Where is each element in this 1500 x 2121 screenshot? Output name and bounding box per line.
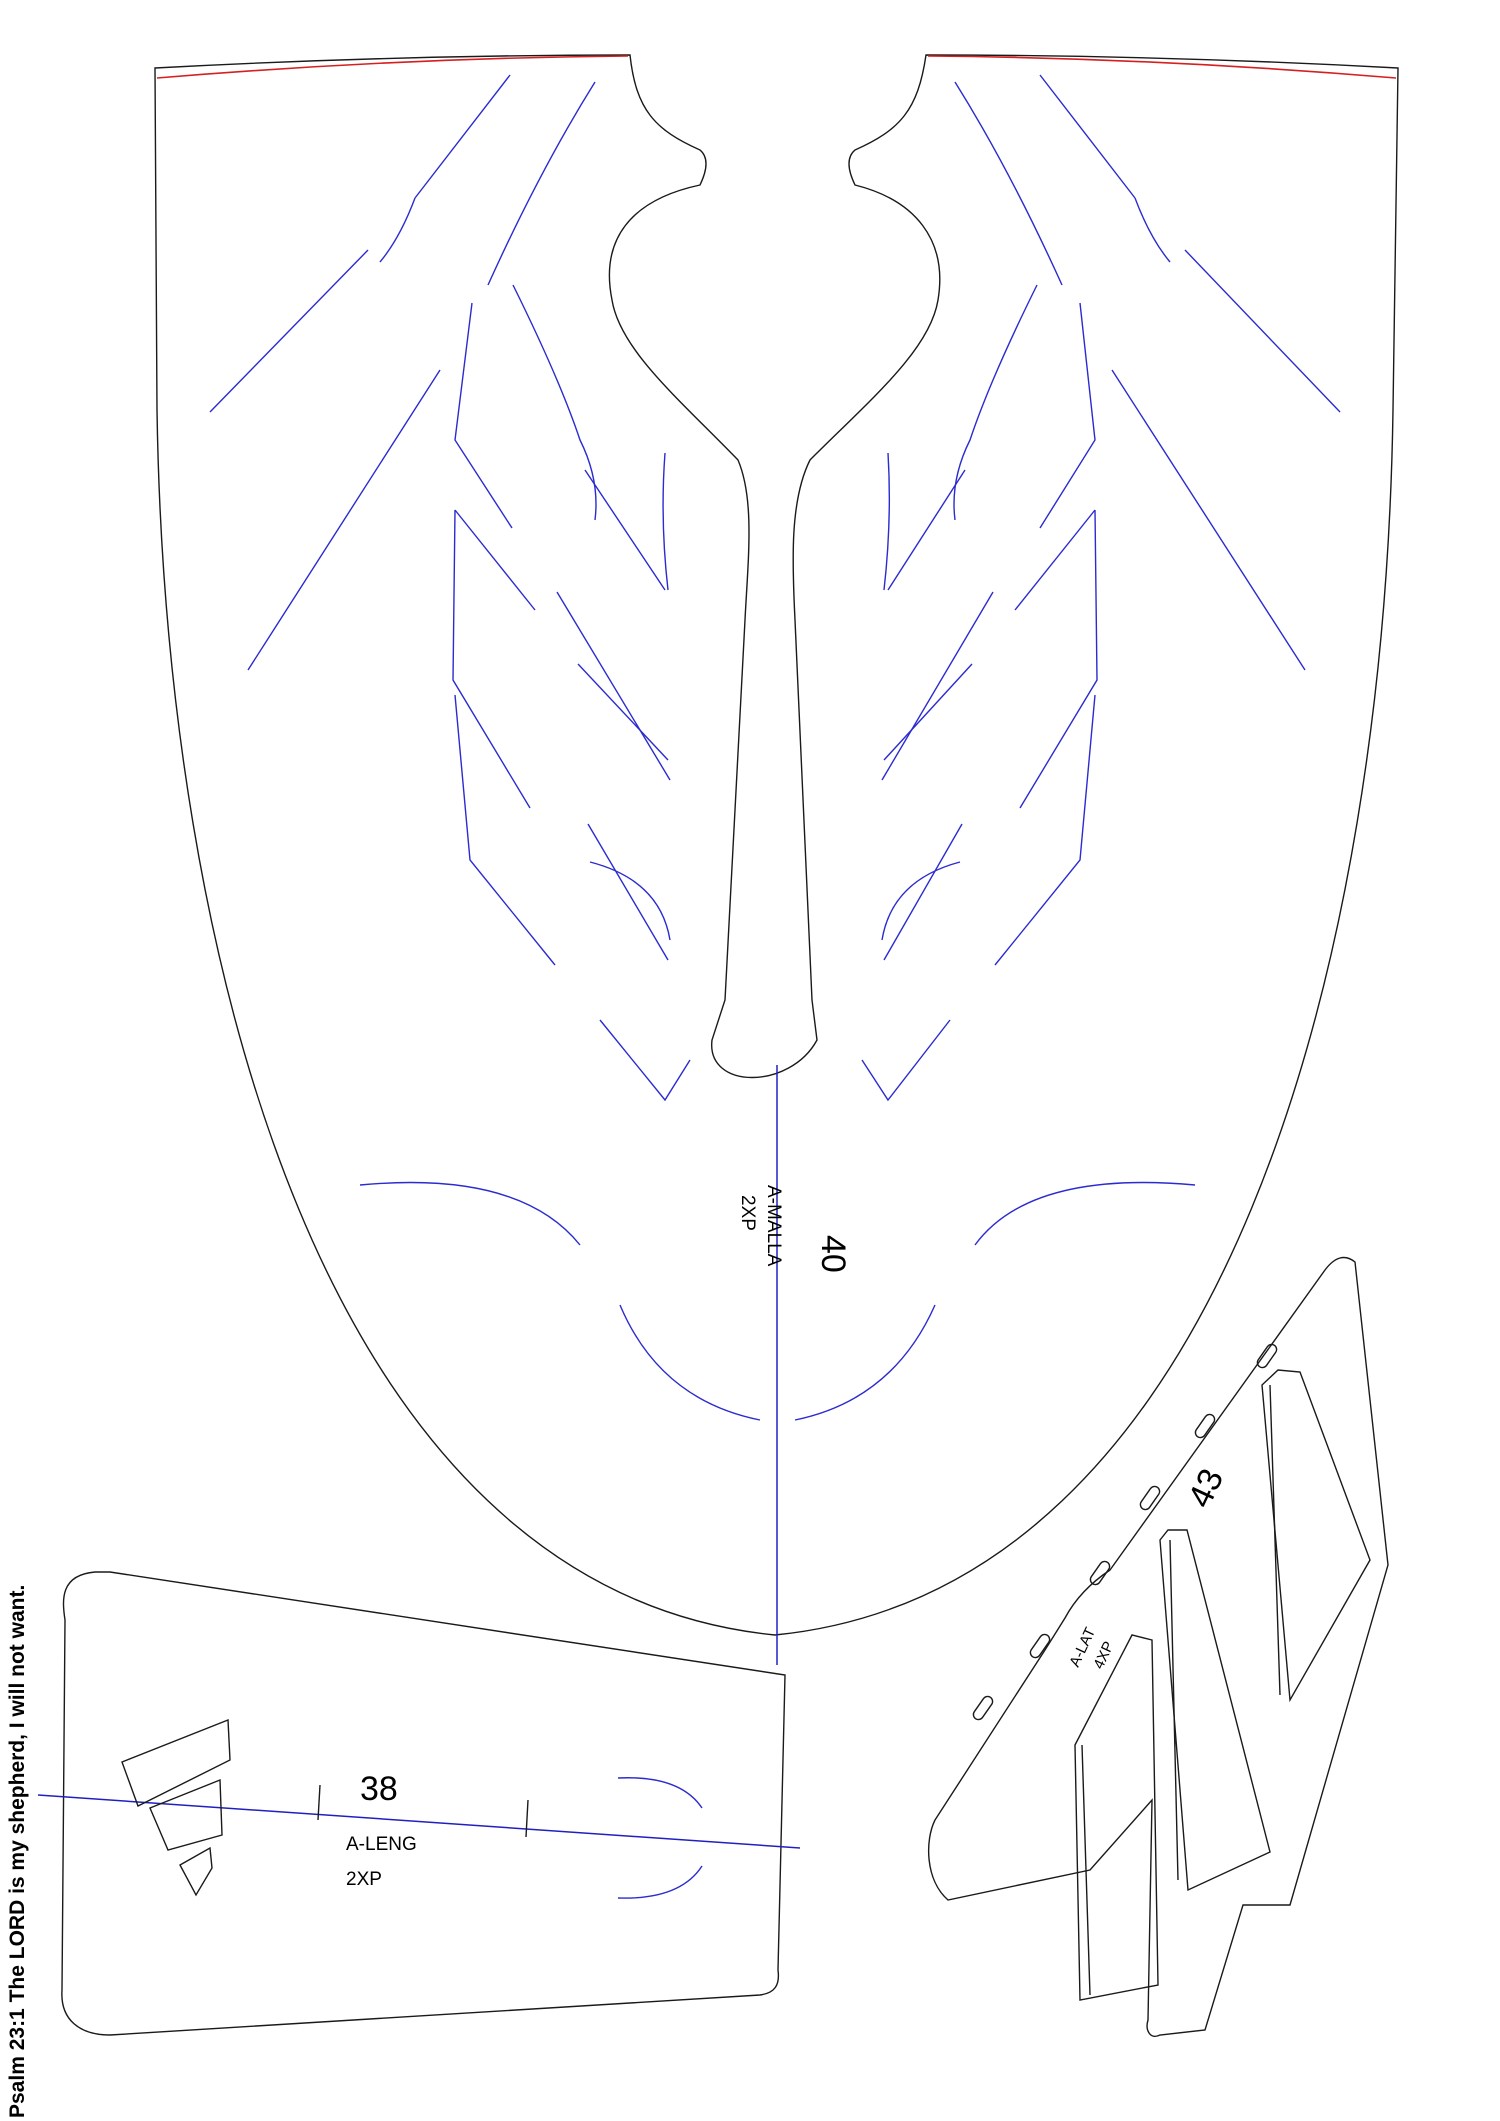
hem-line-left xyxy=(156,55,629,79)
leng-marker-3 xyxy=(179,1846,213,1897)
leng-notch-2 xyxy=(525,1799,529,1838)
piece-malla: 40 A-MALLA 2XP xyxy=(154,54,1399,1665)
malla-outline xyxy=(154,54,1399,1636)
leng-piece-name: A-LENG xyxy=(346,1834,417,1855)
malla-slots-left xyxy=(209,74,761,1421)
malla-slots-right xyxy=(794,74,1341,1421)
leng-marker-1 xyxy=(121,1718,231,1807)
lat-inner-line xyxy=(1081,1384,1281,1996)
lat-piece-number: 43 xyxy=(1181,1463,1231,1513)
lat-window-2 xyxy=(1159,1529,1271,1892)
leng-piece-qty: 2XP xyxy=(346,1869,382,1890)
malla-piece-qty: 2XP xyxy=(737,1195,758,1231)
leng-notch-1 xyxy=(317,1784,321,1821)
leng-outline xyxy=(61,1571,786,2036)
malla-piece-number: 40 xyxy=(814,1235,852,1273)
hem-line-right xyxy=(927,55,1397,79)
lat-piece-qty: 4XP xyxy=(1090,1639,1117,1672)
lat-window-3 xyxy=(1261,1369,1371,1703)
leng-slot-bottom xyxy=(617,1865,703,1899)
lat-outline xyxy=(927,1256,1389,2037)
lat-window-1 xyxy=(1074,1634,1159,2001)
leng-marker-2 xyxy=(149,1778,223,1851)
leng-piece-number: 38 xyxy=(360,1770,398,1808)
leng-slot-top xyxy=(617,1777,703,1809)
malla-piece-name: A-MALLA xyxy=(763,1185,784,1267)
grain-line-leng xyxy=(37,1794,801,1849)
side-verse: Psalm 23:1 The LORD is my shepherd, I wi… xyxy=(6,1585,29,2118)
piece-lat: 43 A-LAT 4XP xyxy=(927,1256,1389,2037)
piece-leng: 38 A-LENG 2XP xyxy=(37,1571,801,2036)
lat-slots xyxy=(972,1343,1278,1721)
